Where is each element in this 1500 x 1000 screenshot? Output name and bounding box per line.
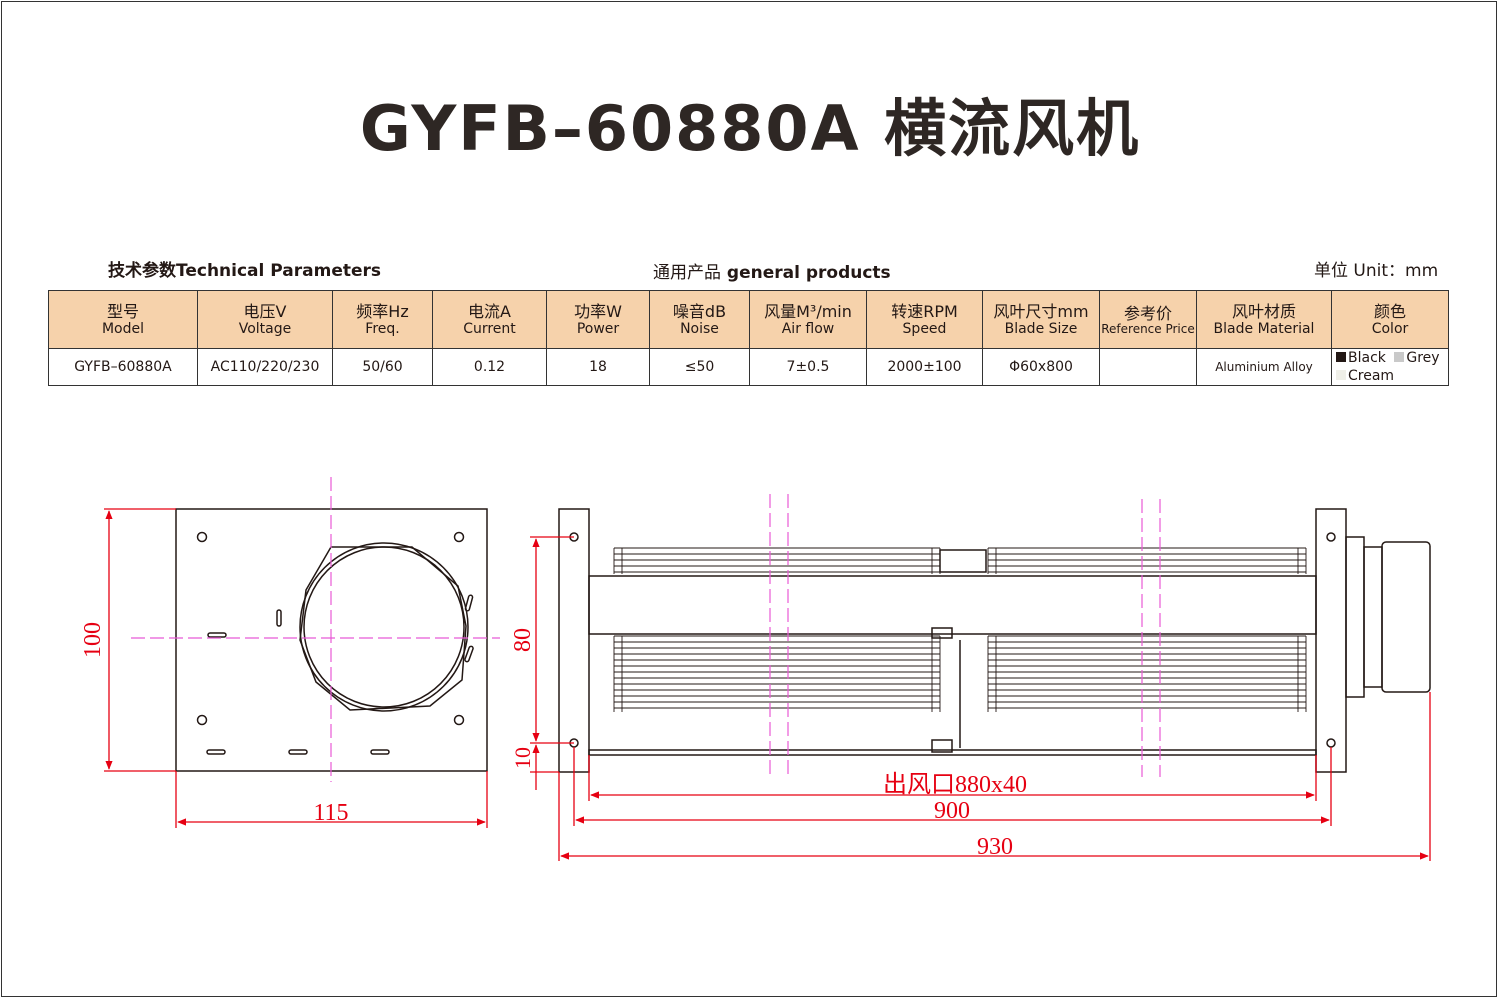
dim-side-width: 115 (313, 800, 348, 826)
side-view-centerlines (131, 477, 500, 782)
page-title: GYFB–60880A 横流风机 (359, 92, 1141, 165)
color-option-black: Black (1336, 350, 1386, 366)
side-view-dimensions (104, 508, 488, 828)
mount-hole (196, 531, 208, 543)
color-option-cream: Cream (1336, 368, 1394, 384)
motor-body (1381, 541, 1431, 693)
dim-front-offset: 10 (510, 747, 535, 769)
general-products-label: 通用产品 general products (653, 258, 891, 283)
dim-total-length: 930 (977, 834, 1013, 860)
technical-parameters-en: Technical Parameters (176, 261, 382, 281)
grey-swatch (1394, 352, 1405, 362)
slot (288, 749, 308, 755)
color-option-grey: Grey (1394, 350, 1440, 366)
impeller-circle (303, 546, 465, 708)
front-view-impeller-blades (613, 547, 1307, 712)
dim-front-height: 80 (510, 628, 536, 652)
cell-power: 18 (546, 348, 650, 386)
mount-hole (1326, 532, 1336, 542)
unit-cn: 单位 (1314, 261, 1348, 281)
front-view-dimensions (530, 536, 1431, 861)
bottom-clip (931, 739, 953, 753)
unit-label: 单位 Unit：mm (1314, 256, 1438, 281)
cell-current: 0.12 (432, 348, 547, 386)
dim-outlet: 出风口880x40 (883, 771, 1027, 798)
general-products-en: general products (726, 263, 891, 283)
black-swatch (1336, 352, 1346, 362)
slot (370, 749, 390, 755)
general-products-cn: 通用产品 (653, 263, 721, 283)
slot (464, 594, 474, 612)
cell-speed: 2000±100 (866, 348, 983, 386)
mount-hole (453, 714, 465, 726)
front-view-centerlines (769, 494, 1161, 777)
cell-color: Black Grey Cream (1331, 348, 1449, 386)
cell-noise: ≤50 (649, 348, 750, 386)
mount-hole (1326, 738, 1336, 748)
left-end-plate (558, 508, 590, 773)
slot (464, 645, 474, 663)
cell-material: Aluminium Alloy (1196, 348, 1332, 386)
top-housing-bar (588, 575, 1317, 635)
cream-swatch (1336, 370, 1346, 380)
impeller-outer-circle (299, 542, 469, 712)
slot (207, 632, 227, 638)
motor-mount (1363, 546, 1383, 688)
center-bearing-top (939, 549, 987, 573)
cell-freq: 50/60 (332, 348, 433, 386)
technical-parameters-cn: 技术参数 (108, 261, 176, 281)
spec-table-row: GYFB–60880A AC110/220/230 50/60 0.12 18 … (48, 348, 1449, 386)
slot (276, 609, 282, 627)
mount-hole (453, 531, 465, 543)
right-end-plate (1315, 508, 1347, 773)
dim-mount-span: 900 (934, 798, 970, 824)
slot (206, 749, 226, 755)
motor-flange (1345, 536, 1365, 698)
center-bearing-clip (931, 627, 953, 639)
cell-model: GYFB–60880A (48, 348, 198, 386)
unit-en: Unit：mm (1353, 261, 1439, 281)
cell-airflow: 7±0.5 (749, 348, 867, 386)
technical-parameters-label: 技术参数Technical Parameters (108, 256, 381, 281)
mount-hole (196, 714, 208, 726)
cell-voltage: AC110/220/230 (197, 348, 333, 386)
dim-side-height: 100 (80, 622, 106, 658)
